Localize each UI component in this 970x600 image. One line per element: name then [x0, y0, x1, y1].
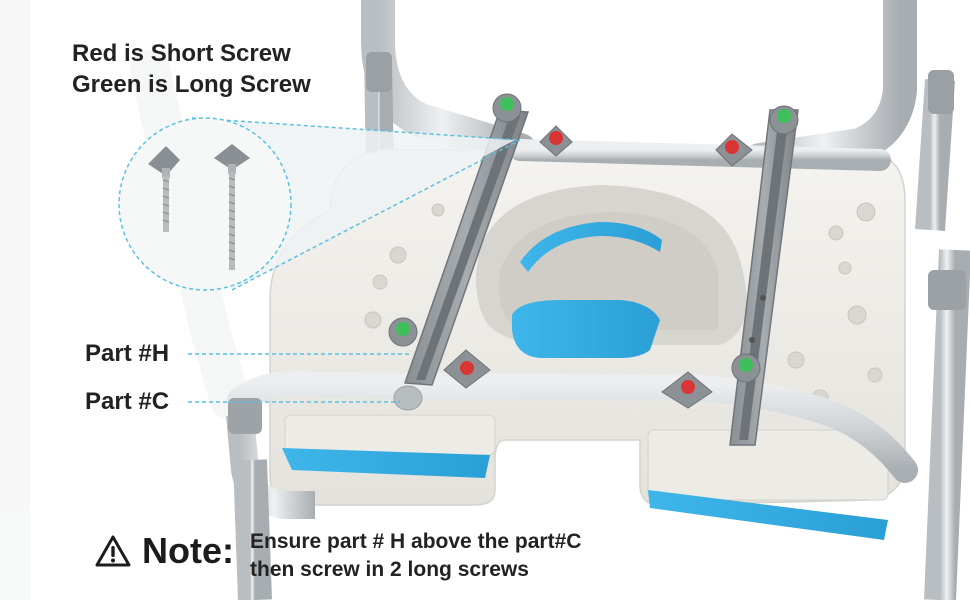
long-screw-icon [214, 144, 250, 270]
legend-short-screw: Red is Short Screw [72, 40, 291, 67]
short-screw-knob-bottom-left [443, 349, 491, 389]
warning-triangle-icon [95, 535, 131, 567]
long-screw-knob-right [731, 353, 761, 383]
short-screw-knob-top-right [715, 133, 753, 167]
note-line-1: Ensure part # H above the part#C [250, 530, 582, 553]
short-screw-icon [148, 146, 180, 232]
left-leg [226, 398, 315, 600]
note-title: Note: [142, 530, 234, 571]
rear-frame [361, 0, 955, 231]
long-screw-knob-top-right [769, 105, 799, 135]
long-screw-knob-top-left [492, 93, 522, 123]
part-h-label: Part #H [85, 340, 170, 367]
part-leader-lines [188, 353, 410, 403]
short-screw-knob-bottom-right [661, 371, 713, 409]
note-heading: Note: [94, 530, 234, 572]
screw-color-legend: Red is Short Screw Green is Long Screw [72, 38, 311, 100]
note-body: Ensure part # H above the part#C then sc… [250, 528, 581, 584]
screw-zoom-callout [118, 117, 521, 291]
legend-long-screw: Green is Long Screw [72, 71, 311, 98]
blue-seat-pads [282, 448, 888, 540]
long-screw-knob-left [388, 317, 418, 347]
short-screw-knob-top-left [539, 125, 573, 157]
right-leg [924, 249, 970, 600]
part-c-label: Part #C [85, 388, 170, 415]
note-line-2: then screw in 2 long screws [250, 558, 529, 581]
